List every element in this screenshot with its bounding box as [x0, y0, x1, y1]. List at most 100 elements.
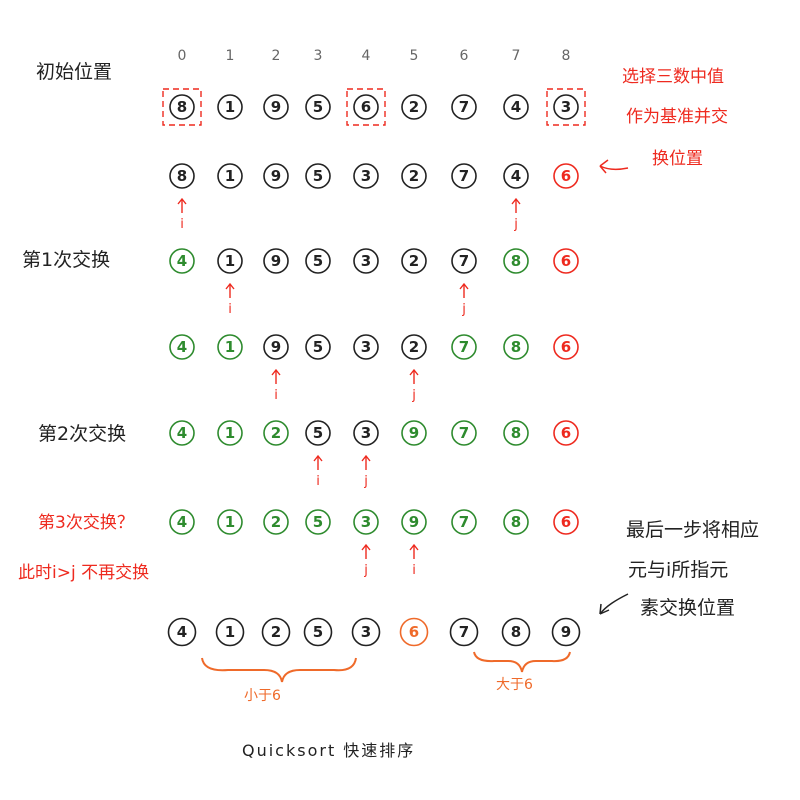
number-value: 3: [361, 167, 371, 185]
pointer-j: j: [361, 454, 371, 489]
array-element: 1: [217, 334, 243, 360]
index-label: 6: [460, 48, 469, 64]
number-circle: [303, 617, 333, 647]
number-circle: [263, 420, 289, 446]
array-element: 3: [353, 509, 379, 535]
pointer-arrowhead-icon: [361, 543, 371, 551]
number-circle: [305, 509, 331, 535]
number-circle: [401, 509, 427, 535]
array-element: 6: [553, 248, 579, 274]
label-greater-than: 大于6: [496, 677, 533, 693]
number-circle: [451, 509, 477, 535]
number-value: 1: [225, 98, 235, 116]
array-element: 5: [305, 248, 331, 274]
array-element: 6: [553, 509, 579, 535]
number-value: 3: [361, 513, 371, 531]
number-circle: [553, 334, 579, 360]
array-element: 3: [546, 88, 586, 126]
pointer-arrowhead-icon: [271, 368, 281, 376]
pivot-note-arrow-icon: [599, 165, 629, 171]
array-element: 8: [169, 163, 195, 189]
number-value: 5: [313, 98, 323, 116]
index-label: 3: [314, 48, 323, 64]
number-circle: [353, 509, 379, 535]
array-element: 2: [401, 94, 427, 120]
array-element: 7: [451, 420, 477, 446]
pointer-j: j: [361, 543, 371, 578]
number-value: 5: [313, 623, 323, 641]
array-element: 7: [451, 509, 477, 535]
number-circle: [217, 420, 243, 446]
number-value: 1: [225, 513, 235, 531]
final-note-line3: 素交换位置: [640, 597, 735, 619]
pivot-candidate-box: [162, 88, 202, 126]
array-element: 8: [503, 420, 529, 446]
array-element: 8: [162, 88, 202, 126]
number-circle: [401, 94, 427, 120]
number-circle: [305, 248, 331, 274]
array-element: 3: [353, 420, 379, 446]
number-circle: [553, 248, 579, 274]
number-circle: [353, 248, 379, 274]
array-element: 7: [449, 617, 479, 647]
number-circle: [503, 420, 529, 446]
array-element: 5: [305, 94, 331, 120]
number-circle: [449, 617, 479, 647]
array-element: 9: [551, 617, 581, 647]
number-circle: [217, 248, 243, 274]
number-value: 7: [459, 623, 469, 641]
pointer-arrowhead-icon: [313, 454, 323, 462]
number-value: 3: [561, 98, 571, 116]
array-element: 4: [503, 163, 529, 189]
number-circle: [263, 334, 289, 360]
number-value: 4: [511, 167, 521, 185]
pointer-i: i: [271, 368, 281, 403]
array-element: 1: [217, 509, 243, 535]
pointer-label: i: [274, 388, 278, 403]
pointer-i: i: [409, 543, 419, 578]
number-circle: [401, 248, 427, 274]
number-value: 8: [511, 424, 521, 442]
pointer-i: i: [177, 197, 187, 232]
number-circle: [451, 334, 477, 360]
pivot-note-arrowhead-icon: [599, 159, 609, 174]
number-circle: [503, 163, 529, 189]
number-value: 5: [313, 424, 323, 442]
number-circle: [169, 94, 195, 120]
number-circle: [551, 617, 581, 647]
array-element: 2: [261, 617, 291, 647]
number-circle: [305, 163, 331, 189]
pointer-j: j: [511, 197, 521, 232]
array-element: 9: [263, 248, 289, 274]
number-circle: [263, 509, 289, 535]
number-value: 6: [561, 252, 571, 270]
pointer-label: j: [363, 474, 368, 489]
number-circle: [503, 509, 529, 535]
label-no-swap: 此时i>j 不再交换: [18, 563, 149, 583]
label-swap3: 第3次交换？: [38, 513, 134, 533]
final-note-arrow-icon: [599, 593, 629, 615]
page-title: Quicksort 快速排序: [242, 741, 415, 760]
pivot-note-line1: 选择三数中值: [622, 67, 724, 87]
number-circle: [217, 94, 243, 120]
number-value: 4: [511, 98, 521, 116]
label-swap2: 第2次交换: [38, 423, 126, 445]
number-value: 5: [313, 338, 323, 356]
label-less-than: 小于6: [244, 688, 281, 704]
number-value: 2: [271, 623, 281, 641]
array-element: 1: [217, 94, 243, 120]
number-circle: [451, 163, 477, 189]
number-circle: [217, 334, 243, 360]
number-circle: [503, 334, 529, 360]
array-element: 9: [401, 509, 427, 535]
number-circle: [305, 94, 331, 120]
array-element: 2: [263, 420, 289, 446]
pointer-label: i: [180, 217, 184, 232]
array-element: 5: [305, 420, 331, 446]
